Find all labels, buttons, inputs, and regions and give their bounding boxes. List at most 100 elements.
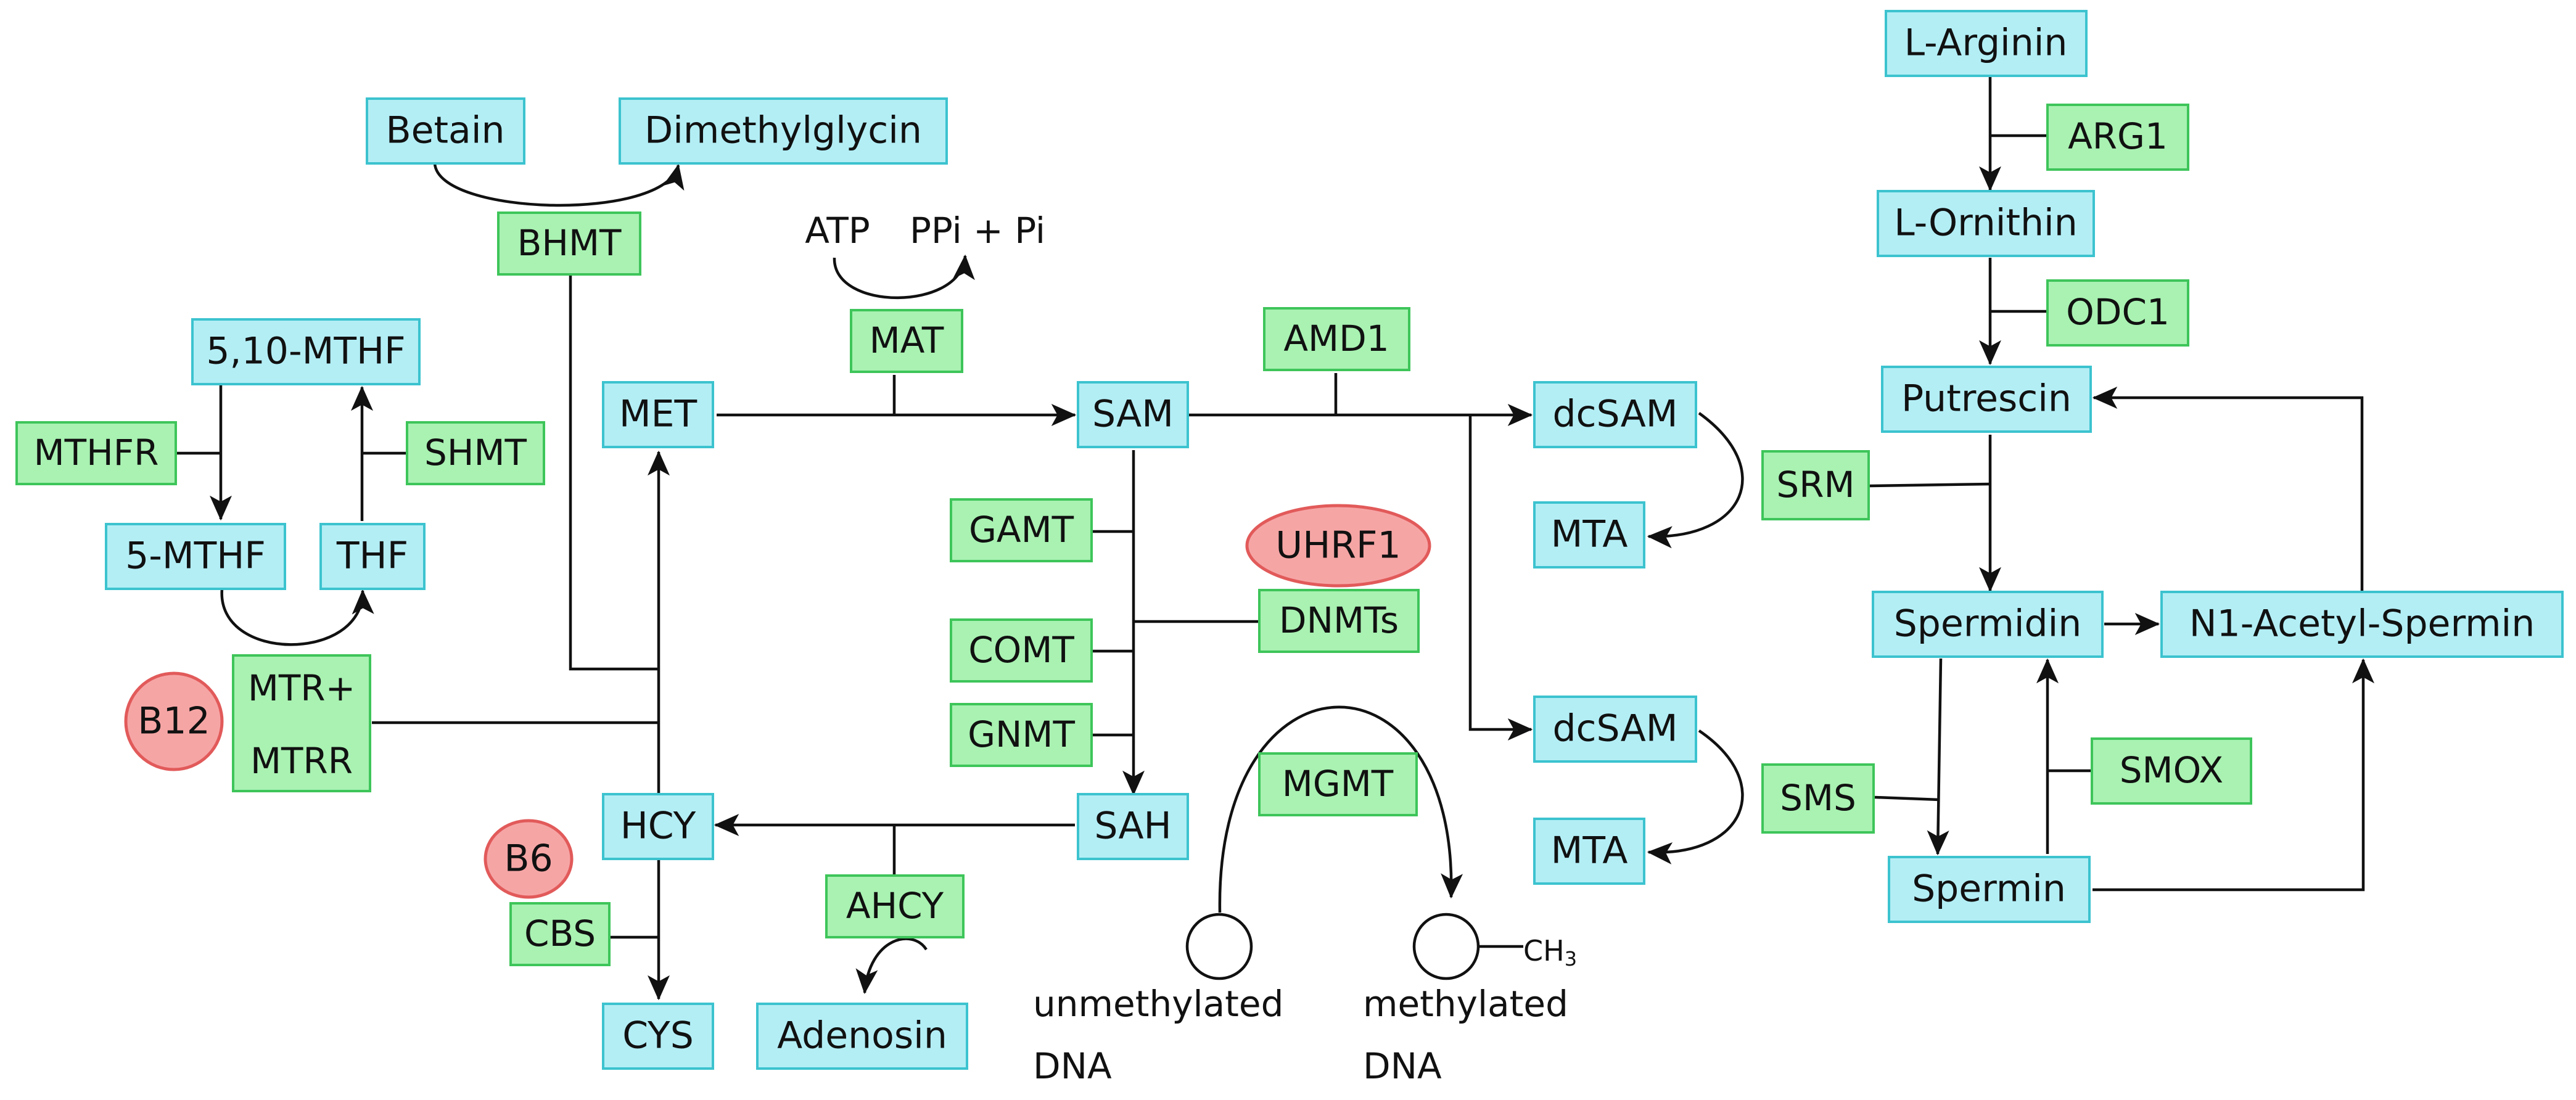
enzyme-mtr-mtrr: MTR+ MTRR xyxy=(232,654,371,792)
node-betain: Betain xyxy=(366,97,525,165)
free-labels: ATP PPi + Pi CH3 unmethylated DNA methyl… xyxy=(805,210,1577,1087)
edge-dcsam-to-mta-bottom xyxy=(1647,729,1744,864)
node-spermidin: Spermidin xyxy=(1872,591,2104,658)
svg-text:MTR+: MTR+ xyxy=(248,667,355,709)
svg-text:MTHFR: MTHFR xyxy=(34,432,159,474)
enzyme-bhmt: BHMT xyxy=(497,211,641,276)
svg-text:Dimethylglycin: Dimethylglycin xyxy=(644,109,922,152)
enzyme-dnmts: DNMTs xyxy=(1258,589,1420,653)
svg-text:dcSAM: dcSAM xyxy=(1552,707,1677,750)
svg-text:ARG1: ARG1 xyxy=(2068,115,2168,157)
node-thf: THF xyxy=(319,523,426,590)
label-atp: ATP xyxy=(805,210,870,252)
svg-text:BHMT: BHMT xyxy=(517,222,622,264)
label-unmethylated-dna: DNA xyxy=(1033,1045,1112,1087)
node-putrescin: Putrescin xyxy=(1881,366,2092,433)
dna-unmethylated-icon xyxy=(1185,913,1253,980)
label-ppi-pi: PPi + Pi xyxy=(910,210,1045,252)
edges xyxy=(177,77,2374,1001)
label-methylated: methylated xyxy=(1363,983,1568,1025)
node-spermin: Spermin xyxy=(1888,856,2091,923)
svg-text:UHRF1: UHRF1 xyxy=(1275,524,1401,567)
svg-text:SAH: SAH xyxy=(1094,805,1171,848)
edge-dcsam-to-mta-top xyxy=(1647,412,1744,549)
edge-sms-link xyxy=(1874,795,1940,802)
svg-text:ODC1: ODC1 xyxy=(2066,291,2170,333)
enzyme-comt: COMT xyxy=(950,618,1093,683)
enzyme-odc1: ODC1 xyxy=(2046,279,2189,347)
edge-betain-to-dimethylglycin xyxy=(433,163,685,207)
svg-text:Betain: Betain xyxy=(385,109,504,152)
svg-text:GAMT: GAMT xyxy=(969,509,1074,551)
svg-text:GNMT: GNMT xyxy=(968,713,1075,755)
node-cys: CYS xyxy=(602,1003,714,1070)
node-dcsam-top: dcSAM xyxy=(1533,381,1697,448)
svg-text:B6: B6 xyxy=(504,837,553,880)
edge-ahcy-to-adenosin xyxy=(855,937,928,995)
enzyme-sms: SMS xyxy=(1761,763,1875,834)
svg-text:SAM: SAM xyxy=(1092,393,1174,436)
node-n1-acetyl-spermin: N1-Acetyl-Spermin xyxy=(2160,591,2564,658)
node-dcsam-bottom: dcSAM xyxy=(1533,696,1697,763)
edge-sam-to-dcsam-bottom xyxy=(1468,415,1533,741)
node-met: MET xyxy=(602,381,714,448)
svg-text:B12: B12 xyxy=(138,700,210,743)
svg-text:Putrescin: Putrescin xyxy=(1901,377,2072,421)
node-5-10-mthf: 5,10-MTHF xyxy=(191,318,421,385)
node-mta-top: MTA xyxy=(1533,501,1645,568)
edge-srm-link xyxy=(1869,482,1991,488)
node-l-ornithin: L-Ornithin xyxy=(1877,190,2095,257)
svg-text:L-Ornithin: L-Ornithin xyxy=(1894,202,2077,245)
svg-text:dcSAM: dcSAM xyxy=(1552,393,1677,436)
svg-text:DNMTs: DNMTs xyxy=(1279,599,1399,641)
enzyme-mgmt: MGMT xyxy=(1258,752,1418,816)
svg-text:AMD1: AMD1 xyxy=(1283,318,1389,359)
svg-text:SMOX: SMOX xyxy=(2120,749,2224,791)
edge-bhmt-to-met xyxy=(569,276,659,671)
enzyme-gnmt: GNMT xyxy=(950,703,1093,767)
svg-text:Adenosin: Adenosin xyxy=(777,1014,947,1057)
edge-atp-to-ppi xyxy=(833,254,975,300)
cofactor-b6: B6 xyxy=(484,819,574,899)
molecule-nodes: Betain Dimethylglycin 5,10-MTHF 5-MTHF T… xyxy=(105,10,2564,1070)
svg-text:MTRR: MTRR xyxy=(250,740,353,782)
svg-text:CBS: CBS xyxy=(524,913,596,954)
edge-spermidin-to-spermin xyxy=(1927,658,1949,856)
svg-text:CYS: CYS xyxy=(622,1014,694,1057)
node-adenosin: Adenosin xyxy=(756,1003,968,1070)
svg-text:SHMT: SHMT xyxy=(424,432,527,474)
label-methylated-dna: DNA xyxy=(1363,1045,1442,1087)
edge-dna-methylation xyxy=(1218,705,1463,913)
svg-text:5,10-MTHF: 5,10-MTHF xyxy=(206,330,405,373)
edge-spermin-to-acetylspermin xyxy=(2092,658,2374,892)
label-unmethylated: unmethylated xyxy=(1033,983,1283,1025)
svg-text:SRM: SRM xyxy=(1776,464,1854,506)
svg-text:HCY: HCY xyxy=(620,805,696,848)
enzyme-smox: SMOX xyxy=(2091,737,2252,805)
edge-acetylspermin-to-putrescin xyxy=(2092,387,2364,591)
svg-text:MET: MET xyxy=(619,393,697,436)
enzyme-nodes: BHMT MTHFR SHMT MTR+ MTRR CBS MAT AMD1 xyxy=(15,104,2252,966)
svg-text:SMS: SMS xyxy=(1780,777,1856,819)
enzyme-gamt: GAMT xyxy=(950,498,1093,562)
cofactor-nodes: B12 B6 UHRF1 xyxy=(124,504,1431,899)
enzyme-srm: SRM xyxy=(1761,450,1870,520)
node-5-mthf: 5-MTHF xyxy=(105,523,286,590)
enzyme-mthfr: MTHFR xyxy=(15,421,177,485)
label-ch3: CH3 xyxy=(1523,934,1577,971)
enzyme-shmt: SHMT xyxy=(406,421,545,485)
svg-text:N1-Acetyl-Spermin: N1-Acetyl-Spermin xyxy=(2189,602,2535,646)
enzyme-cbs: CBS xyxy=(509,902,611,966)
enzyme-ahcy: AHCY xyxy=(825,874,965,938)
node-sam: SAM xyxy=(1077,381,1189,448)
svg-text:Spermidin: Spermidin xyxy=(1894,602,2082,646)
edge-5mthf-to-thf xyxy=(220,588,374,646)
dna-methylated-icon xyxy=(1412,913,1480,980)
svg-text:MTA: MTA xyxy=(1551,513,1628,556)
svg-text:MAT: MAT xyxy=(870,319,944,361)
svg-text:MGMT: MGMT xyxy=(1282,763,1394,805)
svg-text:L-Arginin: L-Arginin xyxy=(1904,22,2068,65)
label-ch3-subscript: 3 xyxy=(1565,947,1577,971)
svg-text:AHCY: AHCY xyxy=(846,885,944,927)
